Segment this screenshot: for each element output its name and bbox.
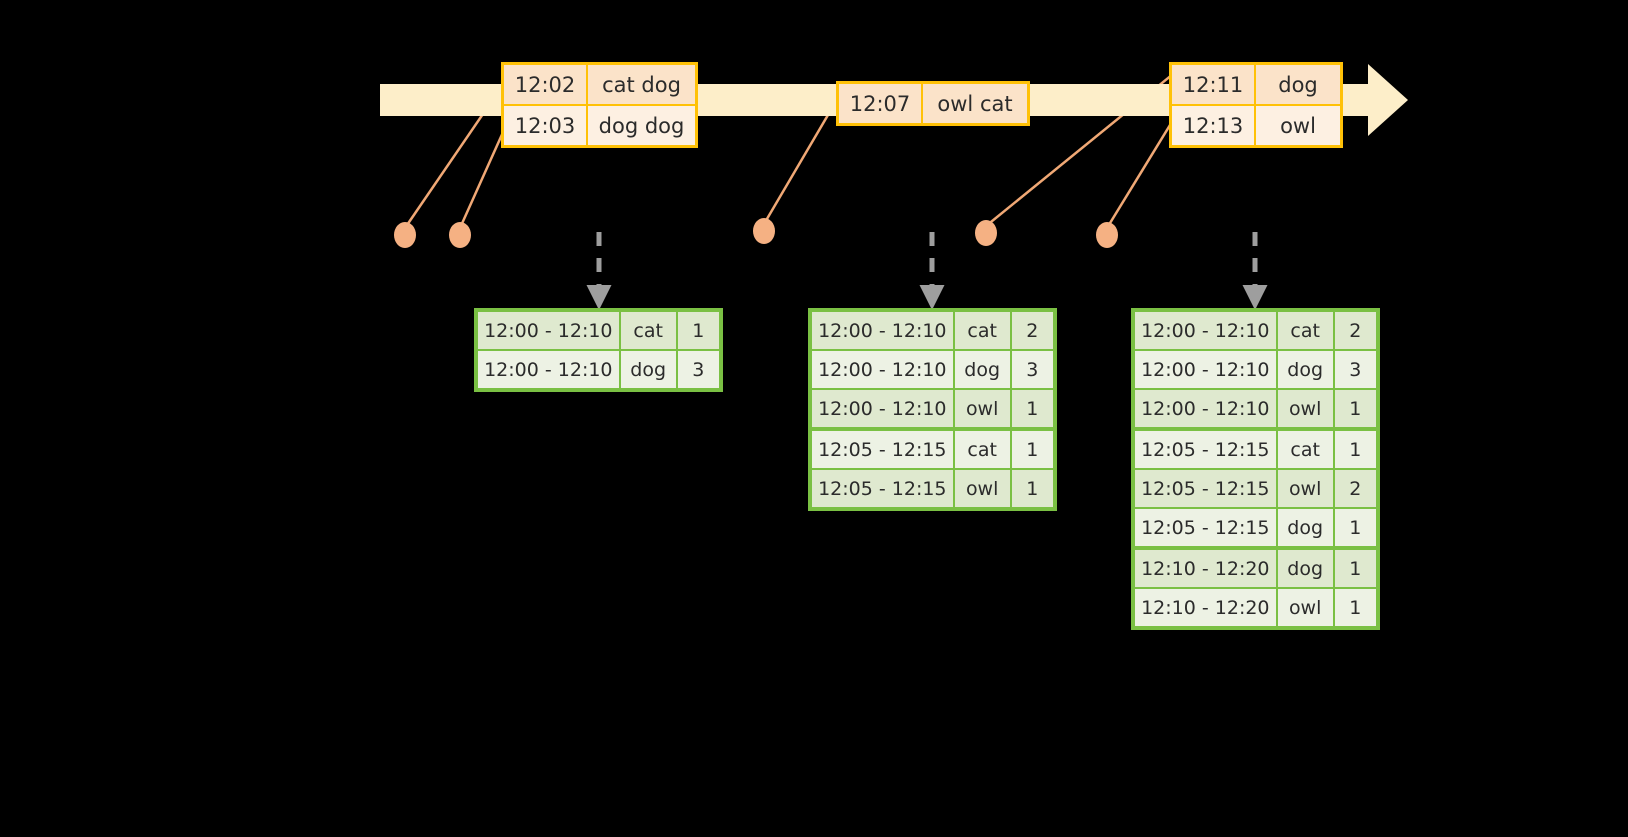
connector-5	[1105, 111, 1180, 229]
cell-key: cat	[1278, 312, 1335, 349]
cell-count: 1	[1026, 438, 1039, 461]
cell-window: 12:00 - 12:10	[812, 390, 955, 427]
cell-window: 12:00 - 12:10	[478, 312, 621, 349]
event-time: 12:13	[1172, 106, 1256, 145]
cell-count: 2	[1026, 319, 1039, 342]
event-words: owl cat	[937, 91, 1013, 116]
cell-count: 1	[1026, 477, 1039, 500]
cell-key: dog	[1278, 550, 1335, 587]
cell-key: owl	[955, 470, 1012, 507]
event-row: 12:07 owl cat	[839, 84, 1027, 123]
timeline-arrowhead-icon	[1368, 64, 1408, 136]
cell-key: owl	[1278, 390, 1335, 427]
cell-count: 2	[1349, 477, 1362, 500]
event-time: 12:07	[839, 84, 923, 123]
cell-window: 12:05 - 12:15	[1135, 431, 1278, 468]
event-row: 12:02 cat dog	[504, 65, 695, 104]
cell-key: dog	[1278, 351, 1335, 388]
event-time: 12:11	[1172, 65, 1256, 104]
cell-count: 3	[1349, 358, 1362, 381]
source-dot-2	[449, 222, 471, 248]
source-dot-4	[975, 220, 997, 246]
cell-count: 3	[1026, 358, 1039, 381]
cell-count: 2	[1349, 319, 1362, 342]
cell-key: cat	[1278, 431, 1335, 468]
cell-key: cat	[955, 312, 1012, 349]
cell-window: 12:10 - 12:20	[1135, 550, 1278, 587]
event-time: 12:03	[504, 106, 588, 145]
event-words: dog dog	[598, 113, 685, 138]
cell-key: cat	[955, 431, 1012, 468]
cell-count: 3	[692, 358, 705, 381]
cell-key: owl	[1278, 470, 1335, 507]
cell-window: 12:00 - 12:10	[1135, 390, 1278, 427]
event-words: cat dog	[602, 72, 681, 97]
event-group-b[interactable]: 12:07 owl cat	[836, 81, 1030, 126]
cell-window: 12:00 - 12:10	[812, 312, 955, 349]
cell-window: 12:00 - 12:10	[1135, 312, 1278, 349]
cell-count: 1	[1349, 557, 1362, 580]
event-row: 12:11 dog	[1172, 65, 1340, 104]
source-dot-5	[1096, 222, 1118, 248]
cell-count: 1	[1349, 438, 1362, 461]
event-group-a[interactable]: 12:02 cat dog 12:03 dog dog	[501, 62, 698, 148]
cell-window: 12:10 - 12:20	[1135, 589, 1278, 626]
cell-window: 12:05 - 12:15	[1135, 470, 1278, 507]
cell-window: 12:00 - 12:10	[478, 351, 621, 388]
cell-window: 12:05 - 12:15	[1135, 509, 1278, 546]
event-words: owl	[1280, 113, 1316, 138]
cell-count: 1	[1349, 516, 1362, 539]
event-group-c[interactable]: 12:11 dog 12:13 owl	[1169, 62, 1343, 148]
cell-count: 1	[1026, 397, 1039, 420]
event-row: 12:13 owl	[1172, 104, 1340, 145]
cell-key: owl	[955, 390, 1012, 427]
cell-count: 1	[692, 319, 705, 342]
cell-key: owl	[1278, 589, 1335, 626]
cell-key: cat	[621, 312, 678, 349]
source-dot-3	[753, 218, 775, 244]
cell-key: dog	[621, 351, 678, 388]
cell-window: 12:00 - 12:10	[1135, 351, 1278, 388]
event-time: 12:02	[504, 65, 588, 104]
cell-count: 1	[1349, 397, 1362, 420]
cell-key: dog	[1278, 509, 1335, 546]
event-words: dog	[1278, 72, 1318, 97]
event-row: 12:03 dog dog	[504, 104, 695, 145]
cell-window: 12:05 - 12:15	[812, 470, 955, 507]
cell-window: 12:05 - 12:15	[812, 431, 955, 468]
source-dot-1	[394, 222, 416, 248]
cell-key: dog	[955, 351, 1012, 388]
cell-count: 1	[1349, 596, 1362, 619]
cell-window: 12:00 - 12:10	[812, 351, 955, 388]
